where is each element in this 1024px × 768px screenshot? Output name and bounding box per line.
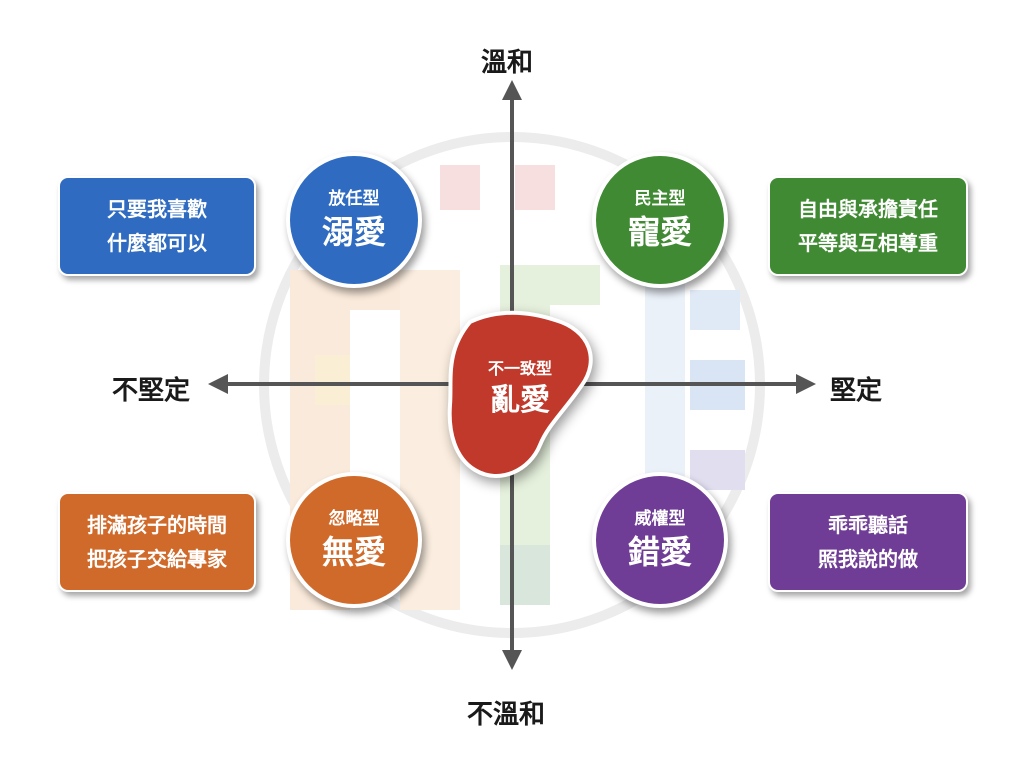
circle-top-left: 放任型 溺愛 <box>286 152 422 288</box>
desc-box-top-right: 自由與承擔責任 平等與互相尊重 <box>768 176 968 276</box>
love-name: 亂愛 <box>490 383 550 418</box>
center-label: 不一致型 亂愛 <box>460 357 580 421</box>
circle-bottom-right: 威權型 錯愛 <box>592 472 728 608</box>
love-name: 寵愛 <box>627 213 692 251</box>
parenting-type: 放任型 <box>328 189 380 209</box>
love-name: 無愛 <box>321 533 386 571</box>
desc-box-bottom-right: 乖乖聽話 照我說的做 <box>768 492 968 592</box>
desc-line: 排滿孩子的時間 <box>87 513 227 537</box>
circle-bottom-left: 忽略型 無愛 <box>286 472 422 608</box>
desc-line: 只要我喜歡 <box>107 197 207 221</box>
desc-line: 把孩子交給專家 <box>87 547 227 571</box>
circle-top-right: 民主型 寵愛 <box>592 152 728 288</box>
desc-box-bottom-left: 排滿孩子的時間 把孩子交給專家 <box>58 492 256 592</box>
desc-line: 自由與承擔責任 <box>798 197 938 221</box>
axis-label-bottom: 不溫和 <box>467 700 546 730</box>
parenting-type: 不一致型 <box>487 359 552 378</box>
desc-line: 照我說的做 <box>818 547 918 571</box>
desc-line: 乖乖聽話 <box>828 513 908 537</box>
center-blob <box>447 310 593 478</box>
axis-label-right: 堅定 <box>830 376 883 406</box>
parenting-type: 威權型 <box>634 509 686 529</box>
parenting-type: 忽略型 <box>328 509 380 529</box>
parenting-type: 民主型 <box>634 189 686 209</box>
desc-box-top-left: 只要我喜歡 什麼都可以 <box>58 176 256 276</box>
desc-line: 平等與互相尊重 <box>798 231 938 255</box>
axis-label-top: 溫和 <box>481 48 534 78</box>
love-name: 溺愛 <box>321 213 386 251</box>
desc-line: 什麼都可以 <box>107 231 207 255</box>
axis-label-left: 不堅定 <box>112 376 191 406</box>
love-name: 錯愛 <box>627 533 692 571</box>
